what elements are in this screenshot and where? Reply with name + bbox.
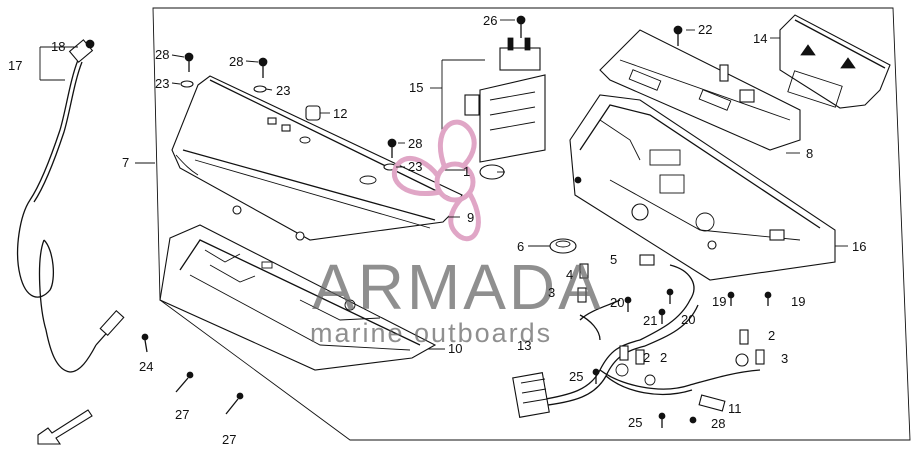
callout-13: 13 — [517, 338, 532, 353]
callout-27-b: 27 — [222, 432, 237, 447]
callout-16: 16 — [852, 239, 867, 254]
callout-11: 11 — [728, 401, 742, 416]
callout-14: 14 — [753, 31, 768, 46]
callout-28-c: 28 — [408, 136, 423, 151]
callout-23-c: 23 — [408, 159, 423, 174]
callout-8: 8 — [806, 146, 814, 161]
callout-20-a: 20 — [610, 295, 625, 310]
switch-box — [779, 14, 891, 109]
fasteners — [141, 52, 772, 428]
callout-7: 7 — [122, 155, 130, 170]
speedometer-cable — [17, 39, 125, 373]
callout-3-a: 3 — [548, 285, 556, 300]
callout-21: 21 — [643, 313, 658, 328]
callout-5: 5 — [610, 252, 618, 267]
callout-25-b: 25 — [628, 415, 643, 430]
wiring-harness — [512, 254, 765, 418]
callout-2-a: 2 — [768, 328, 776, 343]
callout-27-a: 27 — [175, 407, 190, 422]
control-base — [569, 94, 836, 281]
watermark-tagline: marine outboards — [310, 318, 553, 348]
mounting-plate — [599, 25, 801, 151]
callout-20-b: 20 — [681, 312, 696, 327]
forward-arrow — [37, 409, 93, 445]
leader-lines — [39, 19, 848, 350]
callout-24: 24 — [139, 359, 154, 374]
callout-28-d: 28 — [711, 416, 726, 431]
callout-26: 26 — [483, 13, 498, 28]
watermark-logo — [391, 119, 481, 242]
callout-3-b: 3 — [781, 351, 789, 366]
callout-28-b: 28 — [229, 54, 244, 69]
callout-22: 22 — [698, 22, 713, 37]
assembly-outline — [152, 7, 911, 441]
callout-17: 17 — [8, 58, 23, 73]
callout-25-a: 25 — [569, 369, 584, 384]
watermark-brand: ARMADA — [312, 251, 604, 323]
callout-18: 18 — [51, 39, 66, 54]
lower-cover — [159, 224, 437, 371]
upper-cover — [171, 75, 463, 241]
callout-2-c: 2 — [660, 350, 668, 365]
callout-10: 10 — [448, 341, 463, 356]
callout-6: 6 — [517, 239, 525, 254]
callout-15: 15 — [409, 80, 424, 95]
callout-19-a: 19 — [712, 294, 727, 309]
control-bracket — [441, 15, 546, 171]
callout-9: 9 — [467, 210, 475, 225]
callout-28-a: 28 — [155, 47, 170, 62]
callout-19-b: 19 — [791, 294, 806, 309]
callout-12: 12 — [333, 106, 348, 121]
callout-4: 4 — [566, 267, 574, 282]
callout-2-b: 2 — [643, 350, 651, 365]
callout-1: 1 — [463, 164, 471, 179]
plug-12 — [305, 105, 321, 121]
callout-23-a: 23 — [155, 76, 170, 91]
callout-23-b: 23 — [276, 83, 291, 98]
